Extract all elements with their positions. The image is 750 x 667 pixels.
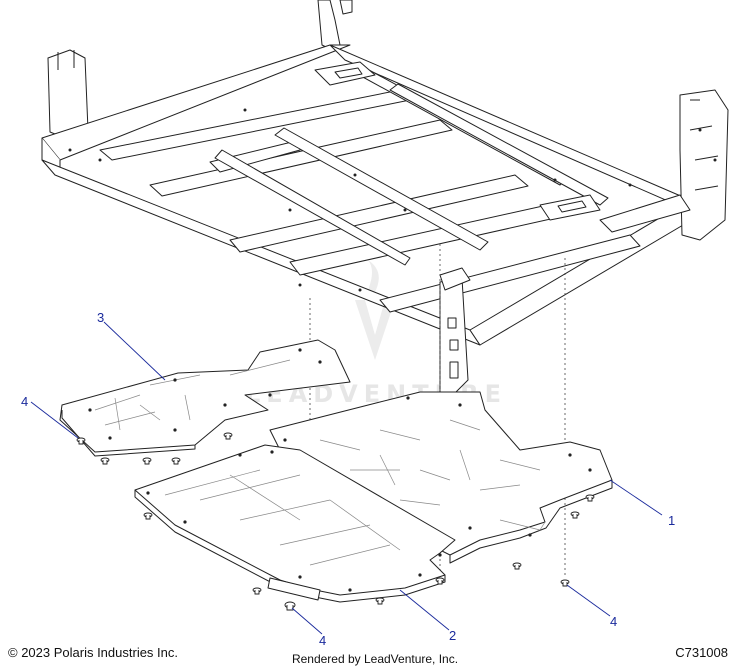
cross-tube-2 bbox=[149, 119, 453, 197]
center-bracket bbox=[439, 267, 471, 291]
long-tube-d bbox=[389, 83, 609, 206]
fastener bbox=[223, 432, 233, 440]
fastener bbox=[570, 511, 580, 519]
cross-tube-4 bbox=[229, 174, 529, 253]
part-2-front-floor-panel bbox=[134, 444, 456, 603]
fastener bbox=[585, 494, 595, 502]
left-side-rail bbox=[41, 159, 481, 346]
fastener bbox=[143, 512, 153, 520]
callout-1: 1 bbox=[668, 513, 675, 528]
part-3-rear-floor-panel bbox=[59, 339, 351, 457]
fastener bbox=[142, 457, 152, 465]
callout-2: 2 bbox=[449, 628, 456, 643]
fastener bbox=[284, 601, 296, 611]
vehicle-frame bbox=[41, 0, 729, 397]
copyright-notice: © 2023 Polaris Industries Inc. bbox=[8, 645, 178, 660]
fastener bbox=[375, 597, 385, 605]
front-right-bracket bbox=[679, 89, 729, 241]
fasteners bbox=[76, 432, 595, 611]
callout-leaders bbox=[30, 321, 663, 635]
fastener bbox=[435, 577, 445, 585]
rendered-by-credit: Rendered by LeadVenture, Inc. bbox=[291, 652, 459, 666]
top-right-post bbox=[339, 0, 353, 15]
long-tube-b bbox=[274, 127, 489, 251]
fastener bbox=[252, 587, 262, 595]
top-center-post bbox=[317, 0, 341, 51]
callout-3: 3 bbox=[97, 310, 104, 325]
fastener bbox=[560, 579, 570, 587]
callout-4-right: 4 bbox=[610, 614, 617, 629]
fastener bbox=[512, 562, 522, 570]
fastener bbox=[76, 437, 86, 445]
fastener bbox=[171, 457, 181, 465]
drawing-number: C731008 bbox=[675, 645, 728, 660]
callout-4-bottom: 4 bbox=[319, 633, 326, 648]
panel-strap bbox=[267, 577, 321, 601]
fastener bbox=[100, 457, 110, 465]
long-tube-a bbox=[214, 149, 411, 266]
front-right-arm bbox=[599, 194, 691, 233]
callout-4-left: 4 bbox=[21, 394, 28, 409]
